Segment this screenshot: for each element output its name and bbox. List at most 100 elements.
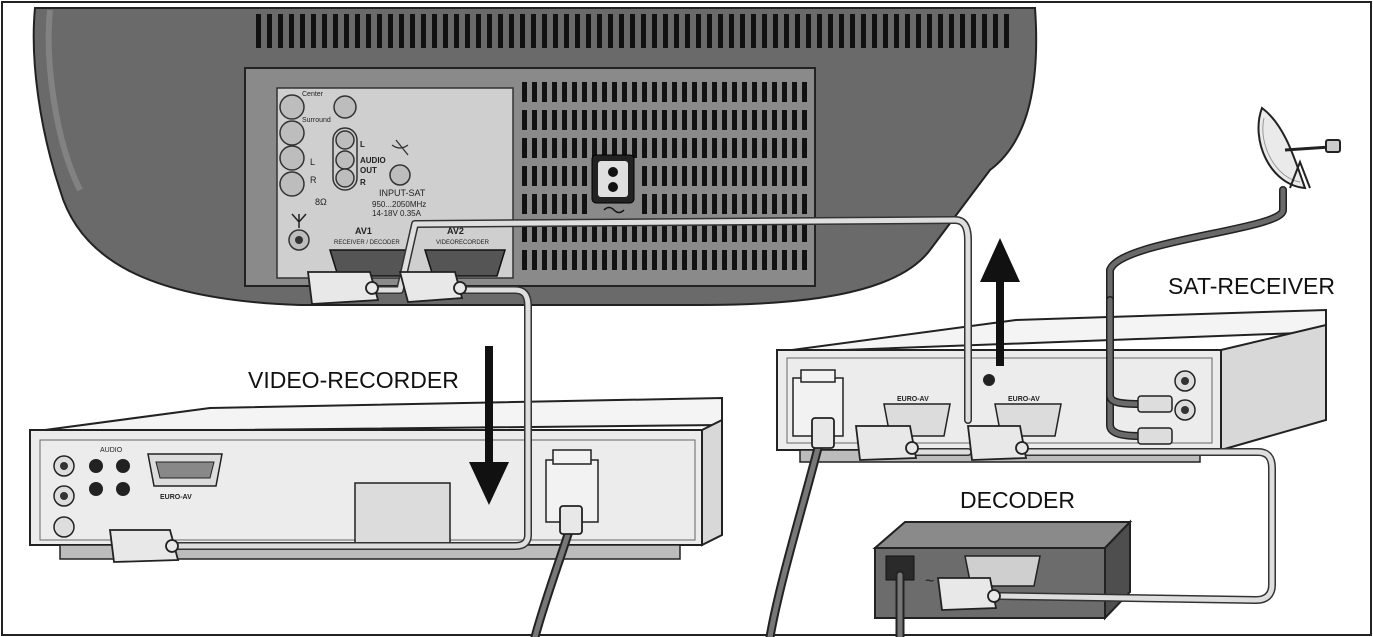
vent-slot [632,250,637,270]
vent-slot [632,82,637,102]
vent-slot [622,82,627,102]
receiver-label-euro-av-2: EURO-AV [1008,396,1040,403]
vent-slot [622,222,627,242]
plug-receiver-power [811,417,835,449]
vent-slot [802,166,807,186]
vent-slot [762,250,767,270]
vent-slot [592,110,597,130]
vent-slot [572,82,577,102]
vent-slot [642,82,647,102]
vent-slot [542,138,547,158]
vent-slot [582,222,587,242]
vent-slot [522,138,527,158]
vent-slot [712,138,717,158]
vent-slot [682,194,687,214]
vent-slot [752,222,757,242]
vent-slot [672,166,677,186]
tv-scart-av2 [423,249,507,277]
tv-antenna-jack [288,213,310,251]
vent-slot [722,82,727,102]
vent-slot [692,250,697,270]
vent-slot [592,250,597,270]
vent-slot [652,222,657,242]
vent-slot [267,14,272,48]
vent-slot [772,250,777,270]
vent-slot [707,14,712,48]
vent-slot [542,166,547,186]
vent-slot [562,110,567,130]
vent-slot [732,166,737,186]
vent-slot [752,82,757,102]
vent-slot [828,14,833,48]
vent-slot [782,166,787,186]
vent-slot [582,82,587,102]
vent-slot [772,82,777,102]
tv-label-audio-l: L [360,140,365,149]
plug-tv-av1 [306,271,380,305]
vent-slot [802,194,807,214]
vent-slot [802,138,807,158]
vent-slot [702,82,707,102]
decoder [872,519,1133,621]
tv-top-vents [250,12,1010,52]
vent-slot [608,14,613,48]
vent-slot [672,138,677,158]
vent-slot [782,110,787,130]
vent-slot [522,194,527,214]
vent-slot [883,14,888,48]
vent-slot [692,82,697,102]
vent-slot [938,14,943,48]
vent-slot [443,14,448,48]
arrow-down-to-vcr [469,346,509,505]
vent-slot [795,14,800,48]
vent-slot [722,250,727,270]
vent-slot [532,110,537,130]
vent-slot [762,222,767,242]
vent-slot [552,222,557,242]
video-recorder [29,396,723,560]
vent-slot [575,14,580,48]
vent-slot [772,166,777,186]
vent-slot [572,110,577,130]
vent-slot [522,250,527,270]
vent-slot [630,14,635,48]
vent-slot [722,194,727,214]
vent-slot [632,110,637,130]
vent-slot [662,194,667,214]
vent-slot [662,110,667,130]
vent-slot [632,138,637,158]
vent-slot [762,166,767,186]
vent-slot [542,14,547,48]
vent-slot [532,250,537,270]
vent-slot [762,138,767,158]
decoder-mains-symbol: ~ [925,573,934,590]
scart-plugs [108,271,1029,611]
tv-label-av1-sub: RECEIVER / DECODER [334,240,400,246]
vent-slot [993,14,998,48]
vent-slot [773,14,778,48]
vent-slot [702,138,707,158]
vent-slot [652,250,657,270]
vent-slot [602,110,607,130]
tv-label-out: OUT [360,166,377,175]
vent-slot [562,250,567,270]
label-sat-receiver: SAT-RECEIVER [1168,273,1335,299]
vent-slot [632,222,637,242]
vent-slot [572,166,577,186]
tv-speaker-ohm: 8Ω [315,197,327,207]
vent-slot [718,14,723,48]
vent-slot [542,222,547,242]
vent-slot [692,222,697,242]
vent-slot [256,14,261,48]
tv-side-vents [522,82,807,270]
tv-back [32,7,1038,306]
vent-slot [722,222,727,242]
vent-slot [642,222,647,242]
vent-slot [702,194,707,214]
vent-slot [355,14,360,48]
vent-slot [732,110,737,130]
vent-slot [742,166,747,186]
vent-slot [532,138,537,158]
